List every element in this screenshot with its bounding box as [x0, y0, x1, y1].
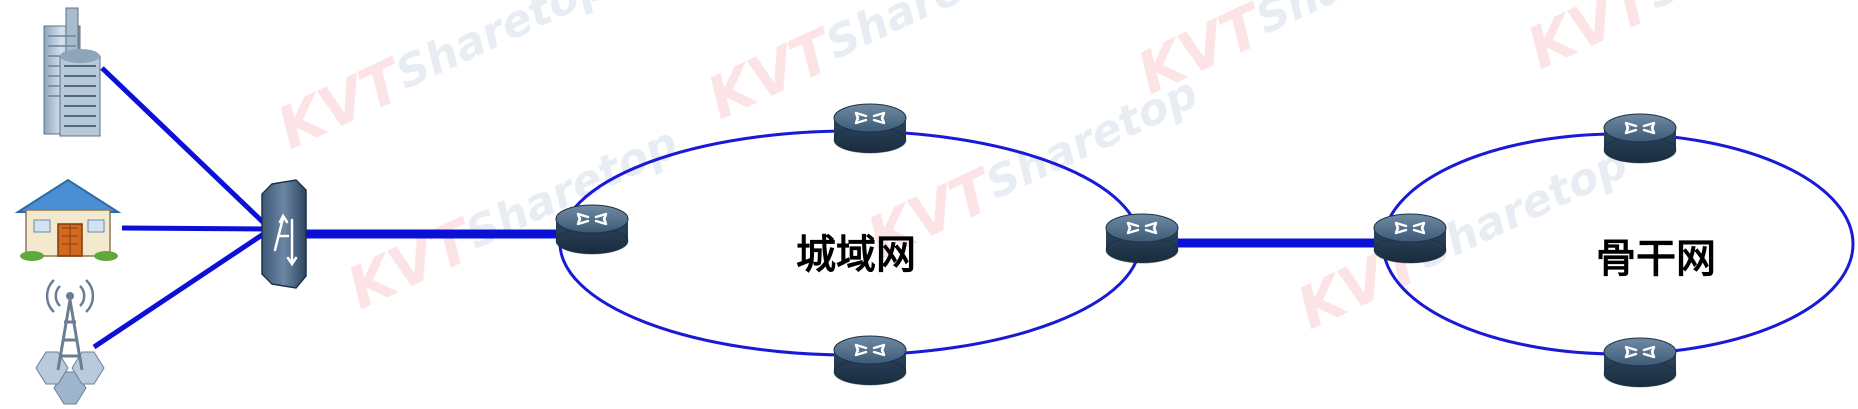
watermark-brand: Sharetop [1248, 0, 1475, 45]
router-icon [1602, 336, 1678, 389]
watermark-brand: Sharetop [978, 67, 1205, 209]
watermark-brand: Sharetop [818, 0, 1045, 70]
link-house-switch [121, 225, 269, 232]
link-tower-switch [92, 228, 270, 350]
watermark-brand: Sharetop [388, 0, 615, 100]
router-icon [554, 203, 630, 256]
house-icon [14, 178, 122, 261]
metro-network-label: 城域网 [796, 232, 916, 278]
router-icon [1602, 112, 1678, 165]
router-icon [832, 334, 908, 387]
router-icon [832, 102, 908, 155]
watermark-layer: KVT Sharetop KVT Sharetop KVT Sharetop K… [267, 0, 1858, 343]
access-switch-icon [261, 179, 307, 289]
watermark-logo: KVT [1517, 0, 1667, 83]
cell-tower-icon [35, 279, 105, 405]
link-building-switch [100, 66, 270, 229]
router-icon [1372, 212, 1448, 265]
office-building-icon [43, 7, 101, 137]
backbone-network-label: 骨干网 [1596, 236, 1716, 282]
watermark-brand: Sharetop [1638, 0, 1858, 20]
router-icon [1104, 212, 1180, 265]
